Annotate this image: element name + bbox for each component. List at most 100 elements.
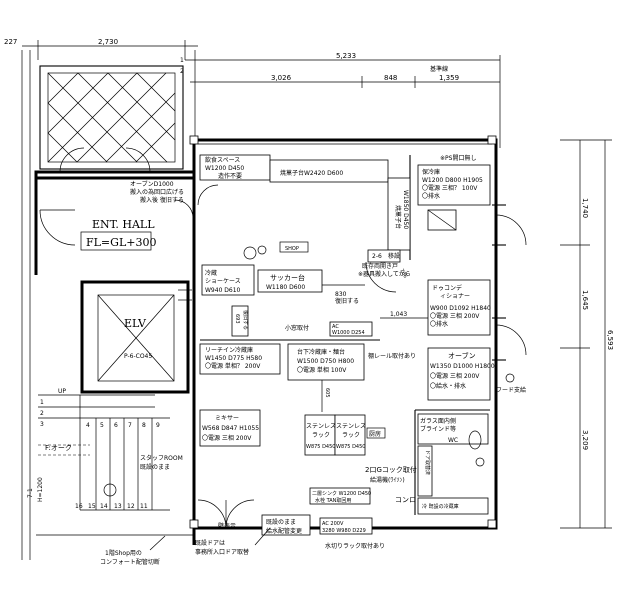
stair-num-16: 16 (75, 503, 83, 510)
dim-small-1: 1 (180, 57, 184, 64)
showcase-box (201, 264, 255, 296)
stair-num-8: 8 (142, 422, 146, 429)
dim-693: 693 (234, 314, 240, 324)
room-elv-sub: P-6-CO45 (124, 353, 152, 360)
soccer-table (257, 269, 323, 293)
label-fukushi-b: 移設 (388, 252, 400, 260)
dim-1043: 1,043 (390, 311, 407, 318)
label-fukushi-c: 既存両開き戸 (362, 262, 398, 270)
label-blind-b: ブラインド等 (420, 425, 456, 433)
hall-door-left (39, 209, 76, 246)
stair-num-5: 5 (100, 422, 104, 429)
dim-7-1: 7-1 (27, 488, 34, 498)
room-elv: ELV (124, 317, 147, 330)
label-konro-b: 給湯機(ﾜｲｿﾝ) (370, 476, 405, 484)
stair-num-9: 9 (156, 422, 160, 429)
cold-storage (417, 164, 491, 206)
stair-num-12: 12 (127, 503, 135, 510)
label-fukkyu: 復旧する (335, 297, 359, 305)
label-staff-b: 既設のまま (140, 463, 170, 471)
label-mixer-b: W568 D847 H1055 (202, 425, 259, 432)
room-up: UP (58, 388, 66, 395)
label-shelf-rail: 棚レール取付あり (368, 352, 416, 360)
label-shokase-a: 冷蔵 (205, 269, 217, 277)
label-mixer-c: 〇電源 三相 200V (202, 434, 252, 442)
dim-h1200: H=1200 (37, 477, 44, 502)
seating-area: 飲食スペース W1200 D450 造作不要 焼菓子台W2420 D600 焼菓… (197, 154, 411, 260)
label-sink-a: 二層シンク W1200 D450 (312, 491, 371, 497)
sales-area: 冷蔵 ショーケース W940 D610 サッカー台 W1180 D600 830… (201, 249, 411, 337)
right-door-2 (495, 324, 527, 356)
label-reizouko-b: W1200 D800 H1905 (422, 177, 483, 184)
label-shop1-b: コンフォート配管切断 (100, 558, 160, 566)
label-fukushi-d: ※器具搬入してから (358, 270, 411, 278)
right-dimensions: 1,740 1,645 6,593 3,209 (560, 139, 614, 529)
label-inshoku-b: W1200 D450 (205, 165, 244, 172)
stair-num-4: 4 (86, 422, 90, 429)
left-structure: オーブンD1000 搬入の為回口広げる 搬入後 復旧する ENT. HALL F… (21, 50, 196, 566)
label-yakigashi2-a: 焼菓子台 (394, 205, 402, 229)
blind-window (417, 413, 489, 445)
label-shitadai-b: W1500 D750 H800 (297, 358, 354, 365)
label-soccer-b: W1180 D600 (266, 284, 305, 291)
label-shop: SHOP (285, 246, 299, 252)
label-reizouko-a: 保冷庫 (422, 168, 440, 176)
top-dimensions: 227 2,730 5,233 3,026 848 1,359 基準線 1 2 (4, 38, 501, 148)
label-shokase-c: W940 D610 (205, 287, 241, 294)
label-ac2-b: 3280 W980 D229 (322, 528, 366, 534)
rack-area: ステンレス ラック W875 D450 ステンレス ラック W875 D450 … (304, 414, 386, 456)
undercounter-fridge (287, 343, 365, 381)
label-oven2-c: 〇電源 三相 200V (430, 372, 480, 380)
dim-3026: 3,026 (271, 74, 292, 82)
label-sink-ex-a: 既設のまま (266, 518, 296, 526)
dim-6593: 6,593 (606, 330, 614, 350)
register-icon (243, 246, 257, 260)
dim-2730: 2,730 (98, 38, 118, 46)
ac-unit-1 (329, 321, 373, 337)
sink-area: 二層シンク W1200 D450 水栓 TAN取回用 既設のまま 給水配管変更 … (254, 487, 385, 550)
label-inshoku-c: 造作不要 (218, 172, 242, 180)
double-sink (309, 487, 371, 505)
label-mizukiri: 水切りラック取付あり (325, 542, 385, 550)
label-reizouko-c: 〇電源 三相？ 100V (422, 184, 478, 192)
label-ac2-a: AC 200V (322, 521, 344, 527)
label-rack2-a: ステンレス (336, 423, 366, 430)
entrance-canopy (39, 65, 184, 170)
stair-num-7: 7 (128, 422, 132, 429)
label-oven1-c: 搬入後 復旧する (140, 196, 184, 204)
entrance-door-left (59, 147, 85, 173)
label-sink-ex-b: 給水配管変更 (266, 527, 302, 535)
label-yakigashi2-b: W1850 D450 (402, 190, 409, 229)
stair-num-13: 13 (114, 503, 122, 510)
stair-num-2: 2 (40, 410, 44, 417)
toilet-icon (468, 430, 482, 450)
label-door-b: ドア取替済 (424, 450, 431, 475)
label-fukkyu2: 復旧する (242, 310, 249, 330)
label-ac-b: W1000 D254 (332, 330, 365, 336)
label-dough-b: ィショナー (440, 293, 470, 300)
dim-605: 605 (324, 388, 330, 398)
label-rack1-a: ステンレス (306, 423, 336, 430)
hood-marker (505, 373, 515, 383)
label-blind-a: ガラス面内側 (420, 417, 456, 425)
dim-830: 830 (335, 291, 347, 298)
label-doors-note2: 事務所入口ドア取替 (195, 548, 249, 556)
label-komado: 小窓取付 (285, 324, 309, 332)
dim-848: 848 (384, 74, 397, 82)
dim-1645: 1,645 (581, 290, 589, 310)
label-shitadai-c: 〇電源 単相 100V (297, 366, 347, 374)
label-rei-note: 冷 既設の冷蔵庫 (422, 503, 459, 510)
dim-706: 706 (398, 268, 408, 279)
label-doors-note: 既設ドアは (195, 539, 225, 547)
label-dough-a: ドゥコンデ (432, 284, 462, 292)
label-mixer-a: ミキサー (215, 415, 239, 422)
stair-num-14: 14 (100, 503, 108, 510)
stair-num-6: 6 (114, 422, 118, 429)
label-oven1-a: オーブンD1000 (130, 180, 174, 188)
register-icon-2 (257, 245, 267, 255)
wc-area: ガラス面内側 ブラインド等 WC ドア取替済 2口Gコック取付 給湯機(ﾜｲｿﾝ… (365, 413, 489, 515)
label-soccer-a: サッカー台 (270, 273, 305, 282)
label-oven1-b: 搬入の為回口広げる (130, 188, 184, 196)
label-ref-c: 〇電源 単相？ 200V (205, 362, 261, 370)
